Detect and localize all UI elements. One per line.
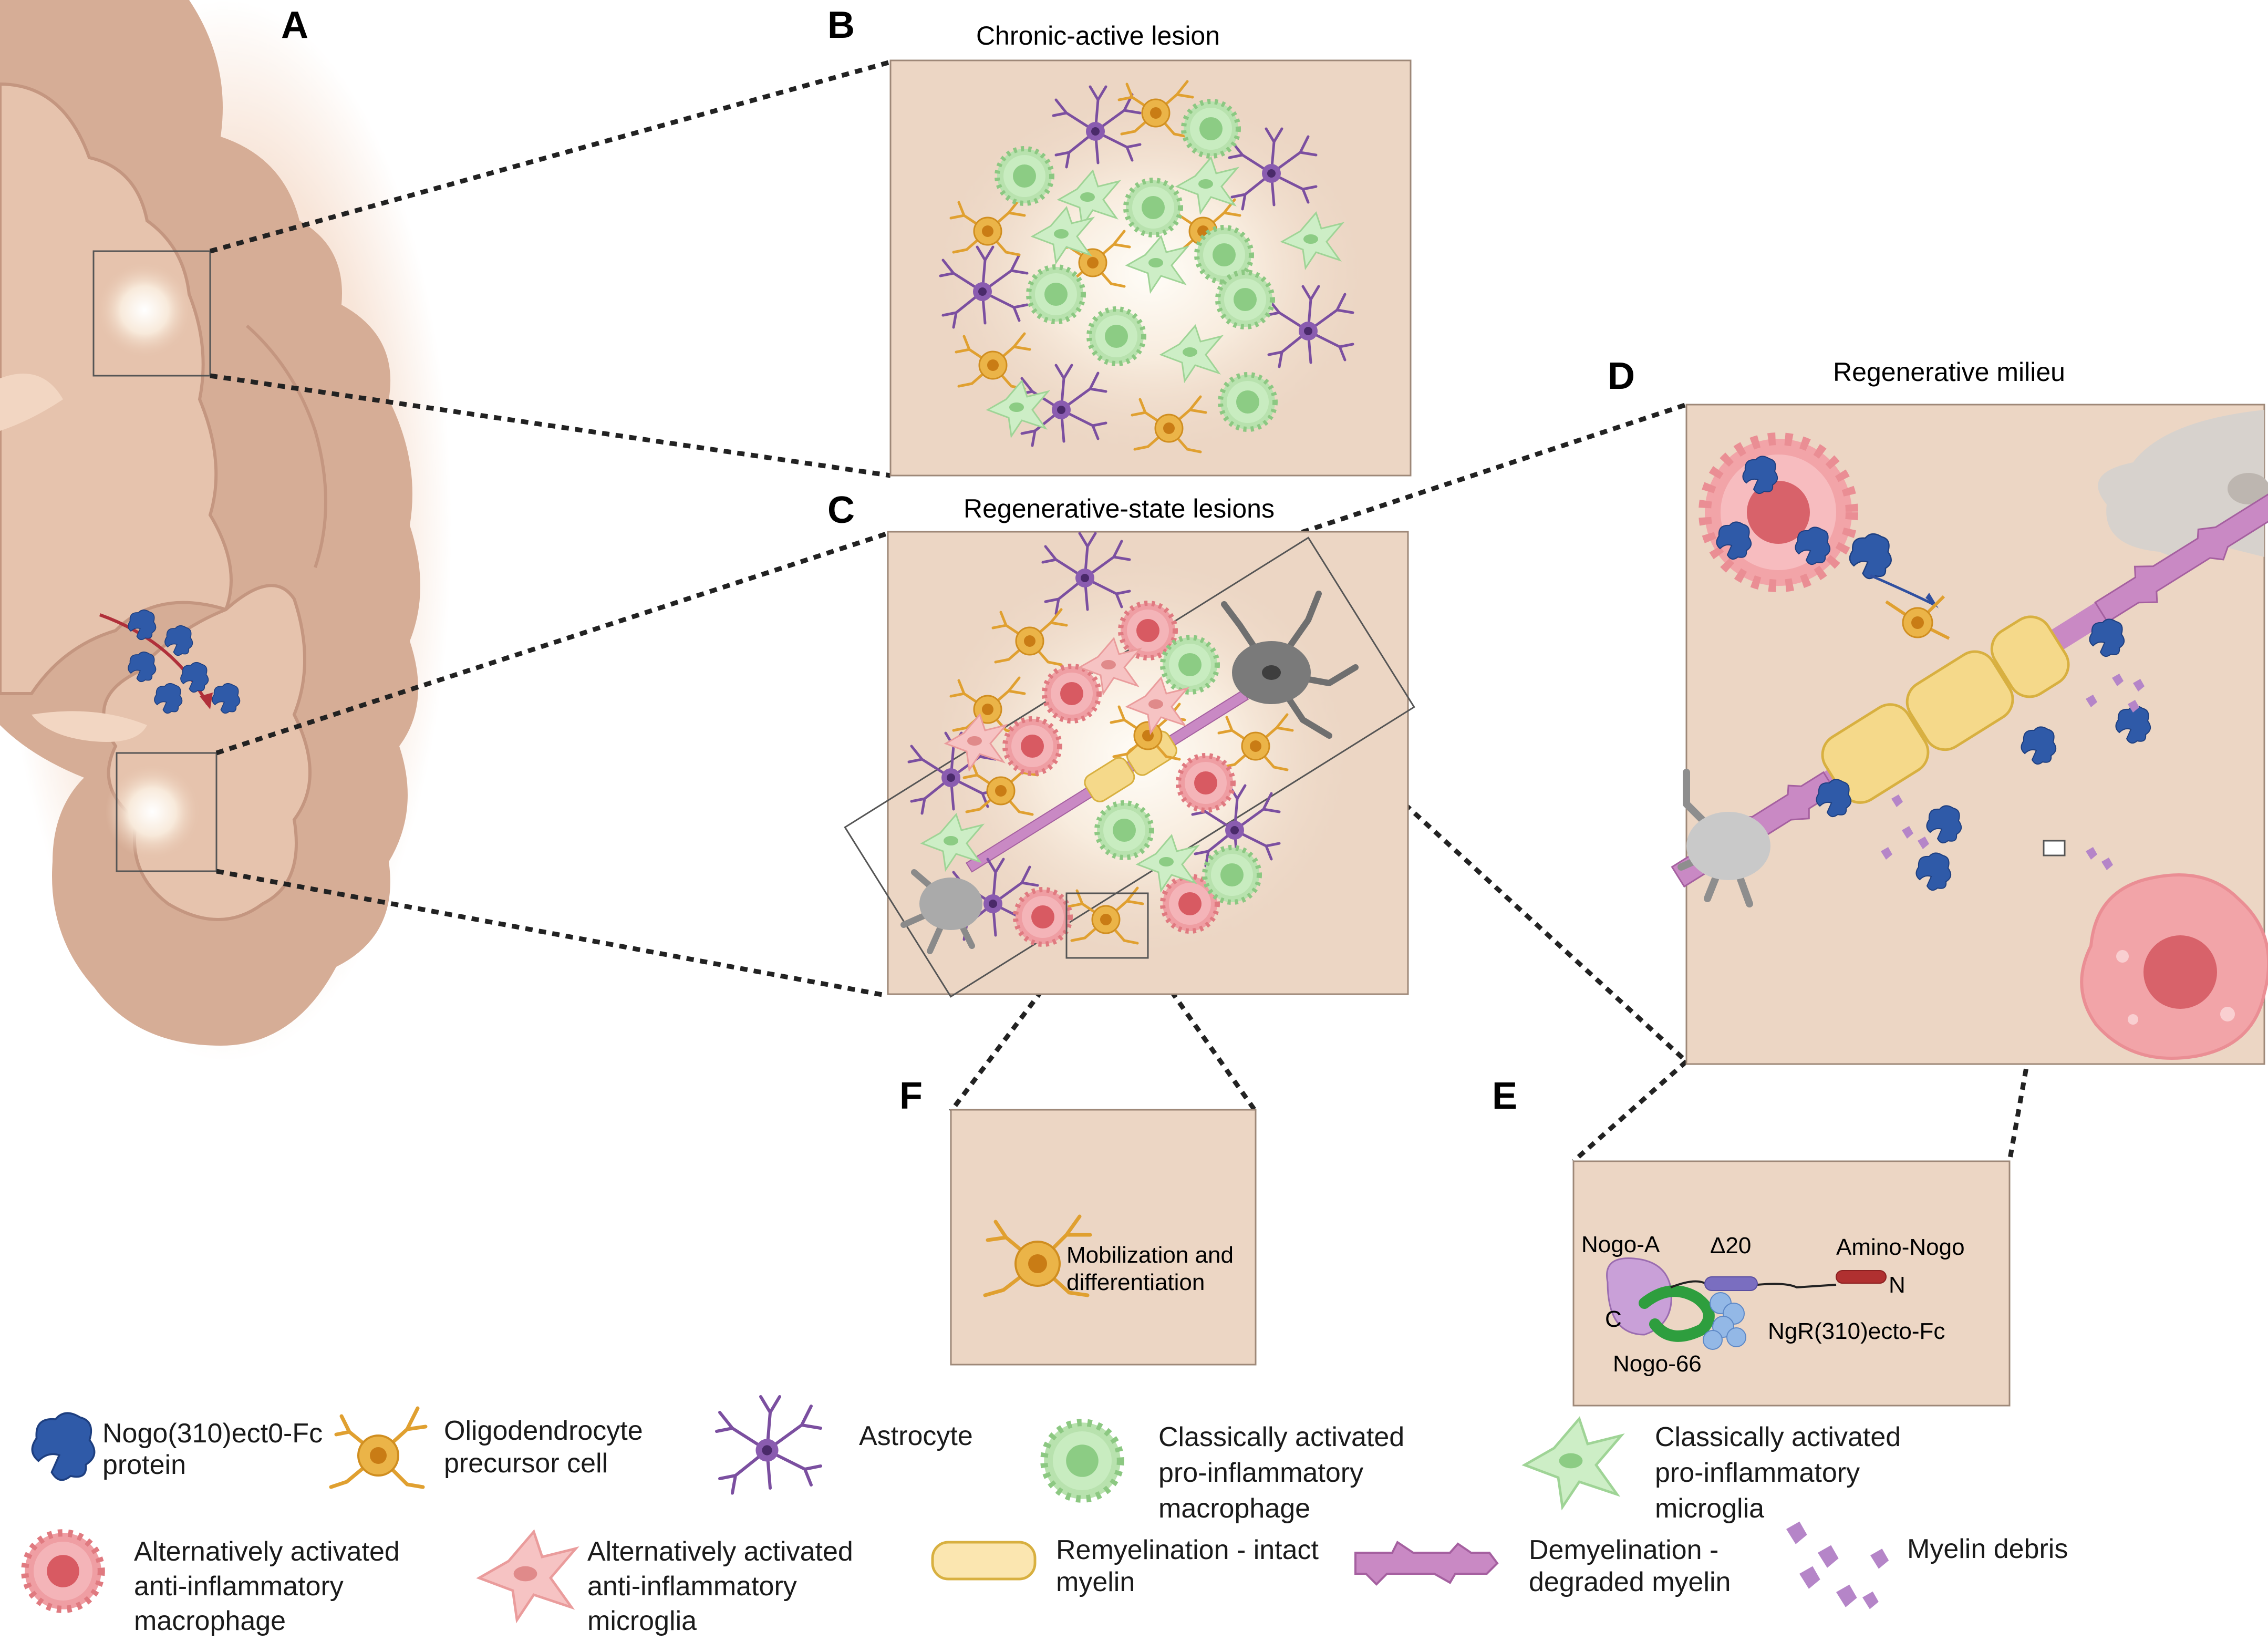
legend	[25, 1397, 1889, 1620]
panel-d-regenerative-milieu	[1671, 404, 2268, 1065]
legend-classic-mic-line3: microglia	[1655, 1493, 1764, 1524]
panel-b-chronic-active-lesion	[889, 59, 1412, 477]
panel-f-letter: F	[899, 1075, 923, 1117]
legend-debris-line1: Myelin debris	[1907, 1534, 2068, 1564]
legend-texts: Nogo(310)ect0-Fc protein Oligodendrocyte…	[102, 1416, 2068, 1636]
panel-e-nogo-schematic	[1572, 1160, 2011, 1407]
legend-icon-astrocyte	[717, 1397, 821, 1493]
label-c-terminus: C	[1605, 1306, 1622, 1332]
neuron-c	[1221, 591, 1359, 739]
legend-demyelination-line1: Demyelination -	[1529, 1535, 1718, 1565]
legend-alt-mac-line2: anti-inflammatory	[134, 1571, 344, 1602]
panel-b-letter: B	[827, 4, 855, 46]
neuron-d	[1677, 769, 1770, 907]
macrophage-d-top	[1699, 432, 1858, 592]
panel-b-title: Chronic-active lesion	[976, 21, 1220, 50]
legend-alt-mic-line2: anti-inflammatory	[587, 1571, 797, 1602]
legend-alt-mic-line3: microglia	[587, 1606, 697, 1636]
legend-demyelination-line2: degraded myelin	[1529, 1567, 1731, 1597]
panel-d-letter: D	[1608, 355, 1635, 397]
legend-remyelination-line1: Remyelination - intact	[1056, 1535, 1319, 1565]
legend-icon-opc	[329, 1406, 428, 1489]
legend-classic-mac-line2: pro-inflammatory	[1158, 1458, 1363, 1488]
legend-classic-mac-line3: macrophage	[1158, 1493, 1310, 1524]
panel-e-letter: E	[1492, 1075, 1517, 1117]
legend-astrocyte-line1: Astrocyte	[859, 1421, 973, 1451]
legend-alt-mac-line3: macrophage	[134, 1606, 286, 1636]
panel-f-text-line2: differentiation	[1066, 1270, 1205, 1295]
label-amino-nogo: Amino-Nogo	[1836, 1234, 1965, 1260]
legend-classic-mic-line2: pro-inflammatory	[1655, 1458, 1860, 1488]
legend-icon-remyelination	[931, 1541, 1037, 1581]
panel-c-regenerative-lesions	[844, 531, 1415, 998]
legend-nogo-line2: protein	[102, 1450, 186, 1480]
legend-alt-mac-line1: Alternatively activated	[134, 1536, 400, 1567]
label-n-terminus: N	[1889, 1272, 1905, 1298]
legend-icon-myelin-debris	[1786, 1521, 1889, 1609]
panel-d-title: Regenerative milieu	[1833, 357, 2065, 387]
label-nogo66: Nogo-66	[1613, 1351, 1702, 1377]
legend-classic-mac-line1: Classically activated	[1158, 1422, 1404, 1452]
legend-icon-alt-microglia	[479, 1532, 576, 1620]
legend-icon-classic-macrophage	[1044, 1422, 1121, 1499]
legend-alt-mic-line1: Alternatively activated	[587, 1536, 853, 1567]
legend-icon-nogo-protein	[31, 1412, 96, 1481]
macrophage-d-bottom	[2080, 873, 2268, 1060]
label-ngr: NgR(310)ecto-Fc	[1768, 1318, 1945, 1344]
label-delta20: Δ20	[1710, 1233, 1751, 1258]
legend-opc-line2: precursor cell	[444, 1448, 608, 1479]
brain-section	[0, 0, 452, 1061]
label-nogo-a: Nogo-A	[1581, 1232, 1660, 1257]
panel-f-text-line1: Mobilization and	[1066, 1242, 1234, 1268]
legend-icon-classic-microglia	[1525, 1419, 1621, 1507]
panel-c-title: Regenerative-state lesions	[964, 494, 1275, 523]
legend-remyelination-line2: myelin	[1056, 1567, 1135, 1597]
panel-f-opc-mobilization	[950, 1109, 1257, 1366]
legend-icon-demyelination	[1354, 1541, 1499, 1586]
panel-a-letter: A	[281, 4, 308, 46]
legend-nogo-line1: Nogo(310)ect0-Fc	[102, 1418, 323, 1449]
legend-opc-line1: Oligodendrocyte	[444, 1416, 643, 1446]
neuron-c-lower	[900, 869, 982, 954]
legend-icon-alt-macrophage	[25, 1533, 101, 1609]
legend-classic-mic-line1: Classically activated	[1655, 1422, 1901, 1452]
panel-c-letter: C	[827, 489, 855, 531]
